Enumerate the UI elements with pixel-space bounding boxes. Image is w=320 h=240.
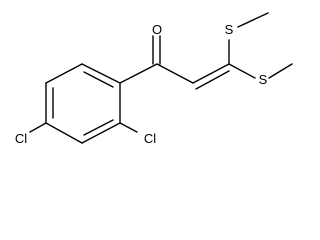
bond-ring-carbonyl — [119, 63, 158, 84]
chlorine-para-label: Cl — [15, 131, 27, 146]
bond-ring-4 — [45, 122, 83, 144]
bond-ring-double-2 — [83, 119, 114, 136]
bond-methyl-top — [237, 12, 269, 28]
molecule-svg: O S S Cl Cl — [15, 12, 293, 146]
sulfur-bottom-label: S — [259, 72, 268, 87]
oxygen-label: O — [152, 22, 162, 37]
bond-vinyl-2 — [195, 70, 230, 90]
bond-cl-para — [29, 122, 47, 133]
structure-diagram: O S S Cl Cl — [15, 12, 293, 146]
chlorine-ortho-label: Cl — [144, 131, 156, 146]
sulfur-top-label: S — [225, 22, 234, 37]
bond-ring-6 — [45, 63, 83, 84]
bond-s-bottom — [228, 63, 256, 79]
bond-vinyl-1 — [192, 63, 230, 84]
bond-methyl-bottom — [268, 63, 293, 79]
bond-ring-double-1 — [83, 71, 114, 88]
bond-ring-3 — [81, 122, 121, 144]
bond-cl-ortho — [119, 122, 138, 133]
bond-carbonyl-vinyl — [156, 63, 194, 84]
bond-ring-1 — [81, 63, 121, 84]
